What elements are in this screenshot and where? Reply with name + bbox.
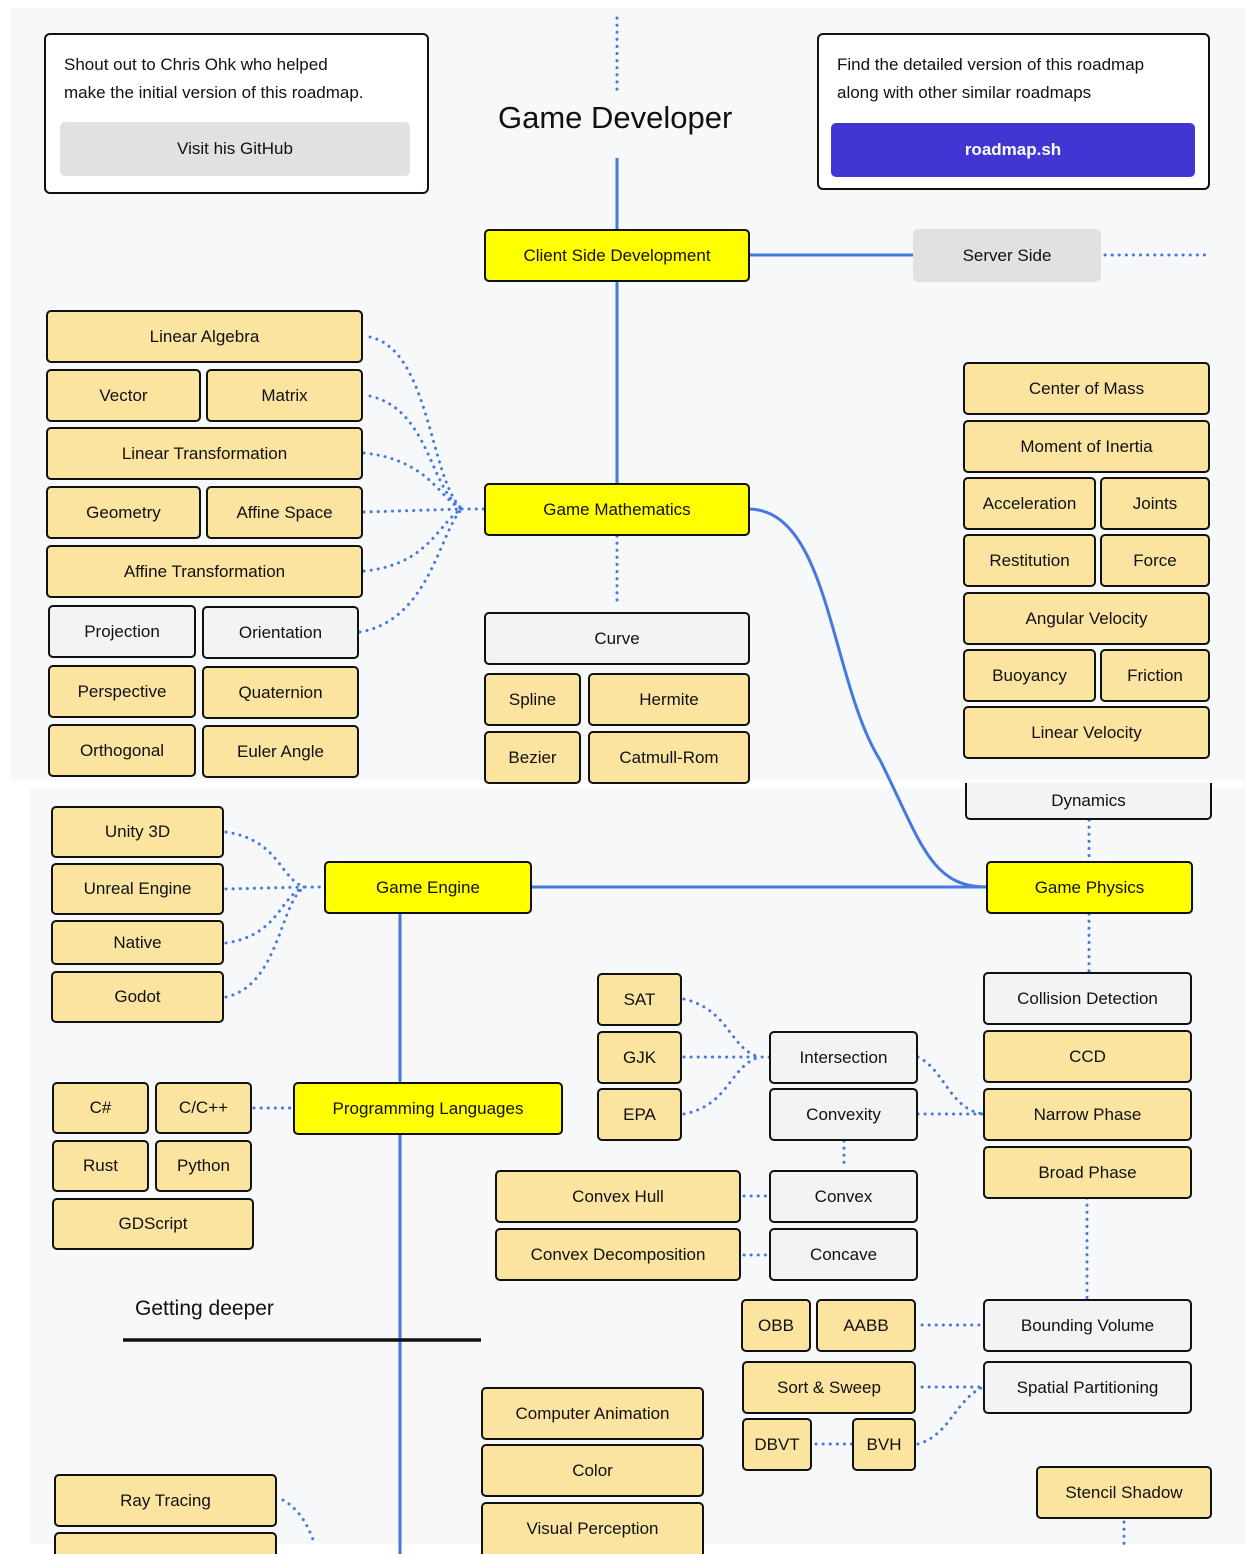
acceleration-node[interactable]: Acceleration	[963, 477, 1096, 530]
game-physics-node[interactable]: Game Physics	[986, 861, 1193, 914]
broad-phase-node[interactable]: Broad Phase	[983, 1146, 1192, 1199]
epa-node[interactable]: EPA	[597, 1088, 682, 1141]
computer-animation-node[interactable]: Computer Animation	[481, 1387, 704, 1440]
bezier-node[interactable]: Bezier	[484, 731, 581, 784]
partial-node[interactable]	[54, 1532, 277, 1554]
restitution-node[interactable]: Restitution	[963, 534, 1096, 587]
obb-node[interactable]: OBB	[741, 1299, 811, 1352]
catmull-rom-node[interactable]: Catmull-Rom	[588, 731, 750, 784]
python-node[interactable]: Python	[155, 1140, 252, 1192]
game-math-node[interactable]: Game Mathematics	[484, 483, 750, 536]
buoyancy-node[interactable]: Buoyancy	[963, 649, 1096, 702]
bounding-volume-node[interactable]: Bounding Volume	[983, 1299, 1192, 1352]
game-engine-node[interactable]: Game Engine	[324, 861, 532, 914]
gjk-node[interactable]: GJK	[597, 1031, 682, 1084]
sort-sweep-node[interactable]: Sort & Sweep	[742, 1361, 916, 1414]
convex-decomposition-node[interactable]: Convex Decomposition	[495, 1228, 741, 1281]
dbvt-node[interactable]: DBVT	[742, 1418, 812, 1471]
native-node[interactable]: Native	[51, 920, 224, 965]
client-side-node[interactable]: Client Side Development	[484, 229, 750, 282]
vector-node[interactable]: Vector	[46, 369, 201, 422]
credit-line-1: Shout out to Chris Ohk who helped	[64, 55, 328, 74]
joints-node[interactable]: Joints	[1100, 477, 1210, 530]
bvh-node[interactable]: BVH	[852, 1418, 916, 1471]
sat-node[interactable]: SAT	[597, 973, 682, 1026]
cpp-node[interactable]: C/C++	[155, 1082, 252, 1134]
ccd-node[interactable]: CCD	[983, 1030, 1192, 1083]
roadmap-sh-button[interactable]: roadmap.sh	[831, 123, 1195, 177]
linear-algebra-node[interactable]: Linear Algebra	[46, 310, 363, 363]
visual-perception-node[interactable]: Visual Perception	[481, 1502, 704, 1554]
credit-line-2: make the initial version of this roadmap…	[64, 83, 364, 102]
narrow-phase-node[interactable]: Narrow Phase	[983, 1088, 1192, 1141]
unity-node[interactable]: Unity 3D	[51, 806, 224, 858]
force-node[interactable]: Force	[1100, 534, 1210, 587]
concave-node[interactable]: Concave	[769, 1228, 918, 1281]
orientation-node[interactable]: Orientation	[202, 606, 359, 659]
ray-tracing-node[interactable]: Ray Tracing	[54, 1474, 277, 1527]
linear-transformation-node[interactable]: Linear Transformation	[46, 427, 363, 480]
roadmap-line-1: Find the detailed version of this roadma…	[837, 55, 1145, 74]
euler-angle-node[interactable]: Euler Angle	[202, 725, 359, 778]
spline-node[interactable]: Spline	[484, 673, 581, 726]
rust-node[interactable]: Rust	[52, 1140, 149, 1192]
curve-node[interactable]: Curve	[484, 612, 750, 665]
collision-detection-node[interactable]: Collision Detection	[983, 972, 1192, 1025]
hermite-node[interactable]: Hermite	[588, 673, 750, 726]
affine-space-node[interactable]: Affine Space	[206, 486, 363, 539]
page-title: Game Developer	[498, 100, 733, 135]
getting-deeper-heading: Getting deeper	[135, 1297, 274, 1320]
matrix-node[interactable]: Matrix	[206, 369, 363, 422]
quaternion-node[interactable]: Quaternion	[202, 666, 359, 719]
intersection-node[interactable]: Intersection	[769, 1031, 918, 1084]
roadmap-line-2: along with other similar roadmaps	[837, 83, 1092, 102]
stencil-shadow-node[interactable]: Stencil Shadow	[1036, 1466, 1212, 1519]
dynamics-node[interactable]: Dynamics	[965, 783, 1212, 820]
gdscript-node[interactable]: GDScript	[52, 1198, 254, 1250]
credit-box: Shout out to Chris Ohk who helped make t…	[44, 33, 429, 194]
friction-node[interactable]: Friction	[1100, 649, 1210, 702]
programming-languages-node[interactable]: Programming Languages	[293, 1082, 563, 1135]
unreal-node[interactable]: Unreal Engine	[51, 863, 224, 915]
convexity-node[interactable]: Convexity	[769, 1088, 918, 1141]
linear-velocity-node[interactable]: Linear Velocity	[963, 706, 1210, 759]
moment-of-inertia-node[interactable]: Moment of Inertia	[963, 420, 1210, 473]
spatial-partitioning-node[interactable]: Spatial Partitioning	[983, 1361, 1192, 1414]
geometry-node[interactable]: Geometry	[46, 486, 201, 539]
visit-github-button[interactable]: Visit his GitHub	[60, 122, 410, 176]
perspective-node[interactable]: Perspective	[48, 665, 196, 718]
projection-node[interactable]: Projection	[48, 605, 196, 658]
link-math-physics	[747, 507, 987, 889]
color-node[interactable]: Color	[481, 1444, 704, 1497]
center-of-mass-node[interactable]: Center of Mass	[963, 362, 1210, 415]
orthogonal-node[interactable]: Orthogonal	[48, 724, 196, 777]
godot-node[interactable]: Godot	[51, 971, 224, 1023]
angular-velocity-node[interactable]: Angular Velocity	[963, 592, 1210, 645]
aabb-node[interactable]: AABB	[816, 1299, 916, 1352]
csharp-node[interactable]: C#	[52, 1082, 149, 1134]
convex-node[interactable]: Convex	[769, 1170, 918, 1223]
server-side-node[interactable]: Server Side	[913, 229, 1101, 282]
affine-transformation-node[interactable]: Affine Transformation	[46, 545, 363, 598]
roadmap-box: Find the detailed version of this roadma…	[817, 33, 1210, 190]
convex-hull-node[interactable]: Convex Hull	[495, 1170, 741, 1223]
